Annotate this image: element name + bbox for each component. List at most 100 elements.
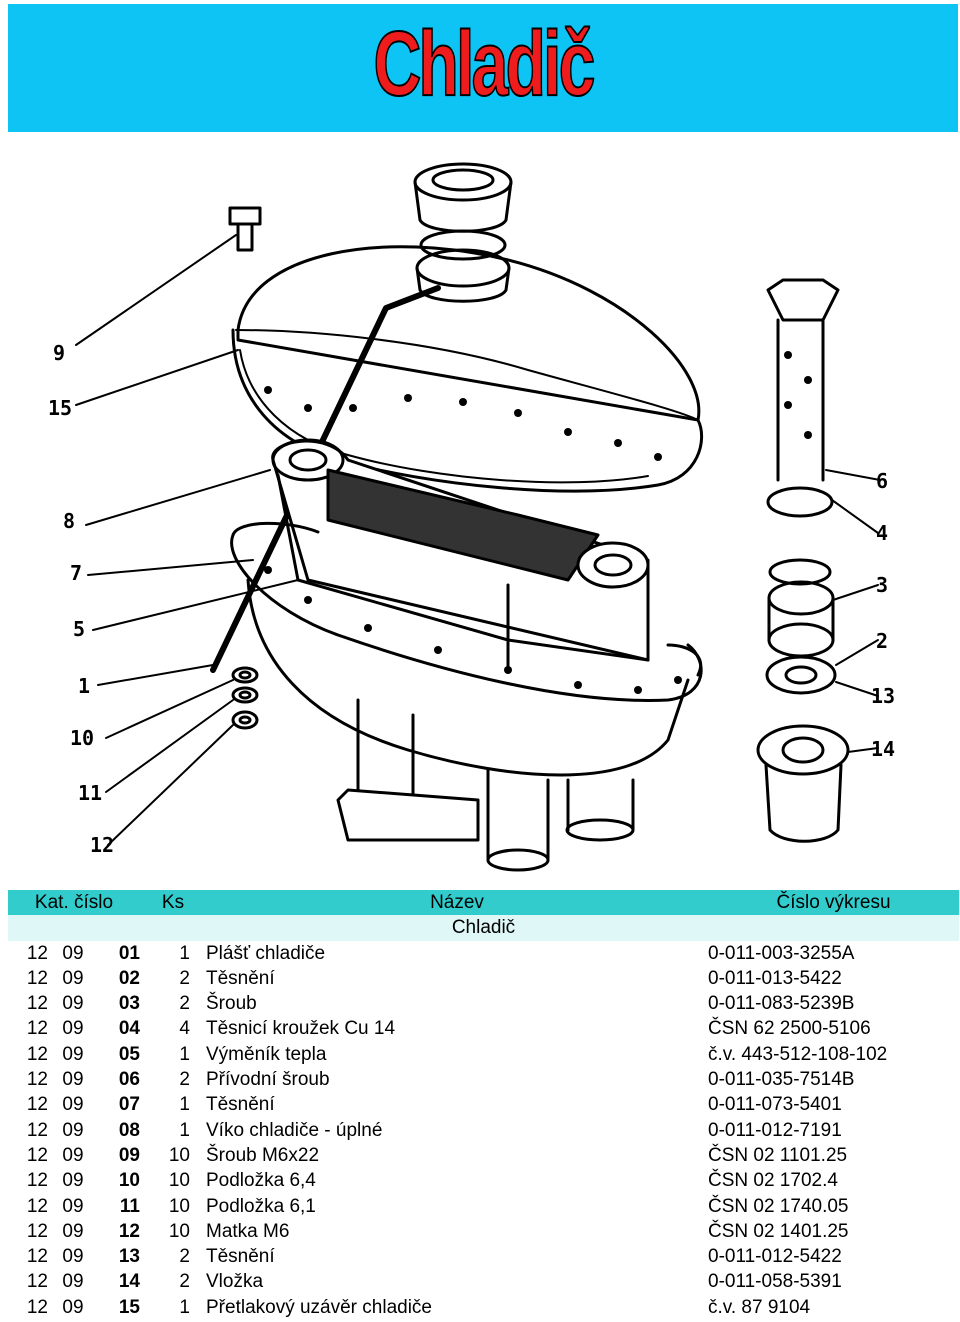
cat-group: 12 xyxy=(26,1018,48,1040)
qty-cell: 1 xyxy=(179,1296,190,1318)
name-cell: Vložka xyxy=(206,1271,264,1293)
cat-item: 03 xyxy=(118,993,140,1015)
name-cell: Těsnění xyxy=(206,967,275,989)
table-row: 12 09 01 1 Plášť chladiče 0-011-003-3255A xyxy=(8,941,959,966)
exploded-diagram: 9 15 8 7 5 1 10 11 12 6 4 3 2 13 14 xyxy=(48,162,895,872)
cat-group: 12 xyxy=(26,942,48,964)
cat-item: 14 xyxy=(118,1271,140,1293)
cat-group: 12 xyxy=(26,1246,48,1268)
qty-cell: 2 xyxy=(179,1246,190,1268)
cat-item: 02 xyxy=(118,967,140,989)
cat-subgroup: 09 xyxy=(62,1296,84,1318)
cat-subgroup: 09 xyxy=(62,1094,84,1116)
drawing-cell: ČSN 02 1101.25 xyxy=(708,1144,848,1166)
name-cell: Matka M6 xyxy=(206,1220,290,1242)
callout-13: 13 xyxy=(871,684,895,708)
qty-cell: 1 xyxy=(179,1119,190,1141)
cat-subgroup: 09 xyxy=(62,942,84,964)
qty-cell: 1 xyxy=(179,1043,190,1065)
cat-subgroup: 09 xyxy=(62,1246,84,1268)
callout-8: 8 xyxy=(63,509,75,533)
cat-group: 12 xyxy=(26,1094,48,1116)
cat-group: 12 xyxy=(26,967,48,989)
cat-item: 08 xyxy=(118,1119,140,1141)
cat-subgroup: 09 xyxy=(62,1043,84,1065)
column-header-qty: Ks xyxy=(161,892,185,913)
name-cell: Podložka 6,1 xyxy=(206,1195,316,1217)
cat-subgroup: 09 xyxy=(62,1119,84,1141)
qty-cell: 10 xyxy=(168,1220,190,1242)
callout-1: 1 xyxy=(78,674,90,698)
drawing-cell: ČSN 02 1401.25 xyxy=(708,1220,849,1242)
qty-cell: 10 xyxy=(168,1195,190,1217)
name-cell: Přívodní šroub xyxy=(206,1069,330,1091)
drawing-cell: ČSN 62 2500-5106 xyxy=(708,1018,871,1040)
cat-item: 06 xyxy=(118,1069,140,1091)
callout-7: 7 xyxy=(70,561,82,585)
drawing-cell: 0-011-058-5391 xyxy=(708,1271,842,1293)
cat-group: 12 xyxy=(26,1170,48,1192)
qty-cell: 2 xyxy=(179,993,190,1015)
callout-12: 12 xyxy=(90,833,114,857)
qty-cell: 2 xyxy=(179,1069,190,1091)
cat-item: 07 xyxy=(118,1094,140,1116)
cat-item: 01 xyxy=(118,942,140,964)
drawing-cell: 0-011-035-7514B xyxy=(708,1069,855,1091)
drawing-cell: č.v. 443-512-108-102 xyxy=(708,1043,888,1065)
column-header-cat-number: Kat. číslo xyxy=(34,892,114,913)
qty-cell: 1 xyxy=(179,942,190,964)
title-banner: Chladič xyxy=(8,4,958,132)
cat-subgroup: 09 xyxy=(62,1170,84,1192)
cat-group: 12 xyxy=(26,1043,48,1065)
drawing-cell: 0-011-083-5239B xyxy=(708,993,855,1015)
qty-cell: 2 xyxy=(179,1271,190,1293)
name-cell: Podložka 6,4 xyxy=(206,1170,316,1192)
name-cell: Přetlakový uzávěr chladiče xyxy=(206,1296,432,1318)
name-cell: Plášť chladiče xyxy=(206,942,326,964)
callout-5: 5 xyxy=(73,617,85,641)
cat-item: 04 xyxy=(118,1018,140,1040)
name-cell: Víko chladiče - úplné xyxy=(206,1119,383,1141)
table-row: 12 09 09 10 Šroub M6x22 ČSN 02 1101.25 xyxy=(8,1143,959,1168)
callout-15: 15 xyxy=(48,396,72,420)
drawing-cell: ČSN 02 1702.4 xyxy=(708,1170,838,1192)
parts-table: Kat. číslo Ks Název Číslo výkresu Chladi… xyxy=(8,890,959,1320)
callout-10: 10 xyxy=(70,726,94,750)
cat-item: 05 xyxy=(118,1043,140,1065)
qty-cell: 10 xyxy=(168,1144,190,1166)
drawing-cell: 0-011-013-5422 xyxy=(708,967,842,989)
section-label: Chladič xyxy=(451,917,516,939)
cat-group: 12 xyxy=(26,1220,48,1242)
qty-cell: 4 xyxy=(179,1018,190,1040)
qty-cell: 10 xyxy=(168,1170,190,1192)
cat-subgroup: 09 xyxy=(62,1271,84,1293)
cat-item: 15 xyxy=(118,1296,140,1318)
cat-item: 09 xyxy=(118,1144,140,1166)
name-cell: Šroub xyxy=(206,993,257,1015)
cat-group: 12 xyxy=(26,993,48,1015)
cat-group: 12 xyxy=(26,1296,48,1318)
callout-14: 14 xyxy=(871,737,895,761)
page-title: Chladič xyxy=(373,13,596,115)
drawing-cell: 0-011-003-3255A xyxy=(708,942,855,964)
table-row: 12 09 02 2 Těsnění 0-011-013-5422 xyxy=(8,966,959,991)
cat-group: 12 xyxy=(26,1144,48,1166)
qty-cell: 1 xyxy=(179,1094,190,1116)
name-cell: Šroub M6x22 xyxy=(206,1144,320,1166)
cat-subgroup: 09 xyxy=(62,1144,84,1166)
cat-item: 12 xyxy=(118,1220,140,1242)
table-header-row: Kat. číslo Ks Název Číslo výkresu xyxy=(8,890,959,916)
name-cell: Těsnění xyxy=(206,1094,275,1116)
qty-cell: 2 xyxy=(179,967,190,989)
cat-subgroup: 09 xyxy=(62,1018,84,1040)
cat-subgroup: 09 xyxy=(62,1069,84,1091)
cat-subgroup: 09 xyxy=(62,967,84,989)
drawing-cell: 0-011-073-5401 xyxy=(708,1094,842,1116)
